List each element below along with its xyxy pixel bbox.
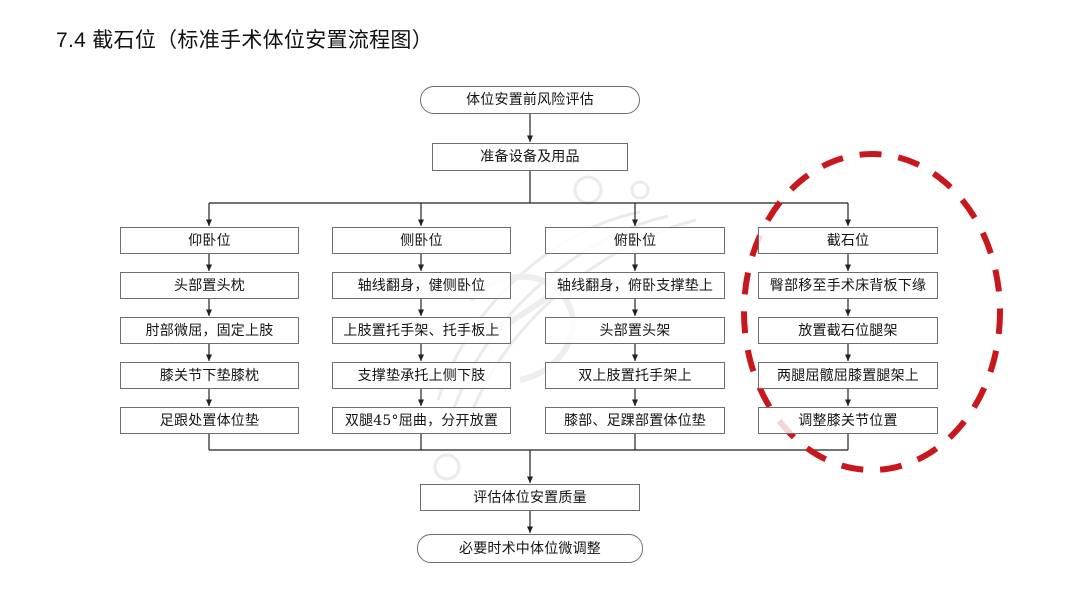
node-label: 臀部移至手术床背板下缘 [769, 277, 927, 294]
step-supine-4[interactable]: 足跟处置体位垫 [120, 407, 299, 434]
node-prepare-equipment[interactable]: 准备设备及用品 [432, 143, 628, 171]
node-label: 膝部、足踝部置体位垫 [564, 412, 706, 429]
step-prone-3[interactable]: 双上肢置托手架上 [545, 362, 725, 389]
node-label: 上肢置托手架、托手板上 [343, 322, 500, 339]
node-label: 截石位 [826, 232, 870, 249]
node-label: 支撑垫承托上侧下肢 [357, 367, 486, 384]
node-label: 放置截石位腿架 [798, 322, 898, 339]
branch-head-prone[interactable]: 俯卧位 [545, 227, 725, 254]
node-label: 仰卧位 [188, 232, 231, 249]
node-label: 膝关节下垫膝枕 [159, 367, 260, 384]
step-lithotomy-4[interactable]: 调整膝关节位置 [758, 407, 938, 434]
step-supine-3[interactable]: 膝关节下垫膝枕 [120, 362, 299, 389]
step-lateral-3[interactable]: 支撑垫承托上侧下肢 [332, 362, 511, 389]
node-label: 肘部微屈，固定上肢 [145, 322, 274, 339]
step-prone-2[interactable]: 头部置头架 [545, 317, 725, 344]
step-lateral-4[interactable]: 双腿45°屈曲，分开放置 [332, 407, 511, 434]
node-label: 必要时术中体位微调整 [459, 540, 601, 557]
node-label: 两腿屈髋屈膝置腿架上 [777, 367, 919, 384]
node-label: 轴线翻身，健侧卧位 [357, 277, 486, 294]
node-label: 足跟处置体位垫 [159, 412, 260, 429]
step-lateral-1[interactable]: 轴线翻身，健侧卧位 [332, 272, 511, 299]
step-supine-2[interactable]: 肘部微屈，固定上肢 [120, 317, 299, 344]
step-lithotomy-3[interactable]: 两腿屈髋屈膝置腿架上 [758, 362, 938, 389]
branch-head-lateral[interactable]: 侧卧位 [332, 227, 511, 254]
node-label: 体位安置前风险评估 [466, 92, 594, 108]
branch-head-supine[interactable]: 仰卧位 [120, 227, 299, 254]
branch-head-lithotomy[interactable]: 截石位 [758, 227, 938, 254]
node-label: 头部置头架 [599, 322, 671, 339]
step-supine-1[interactable]: 头部置头枕 [120, 272, 299, 299]
node-label: 调整膝关节位置 [798, 412, 898, 429]
node-label: 准备设备及用品 [480, 149, 580, 165]
node-label: 轴线翻身，俯卧支撑垫上 [556, 277, 714, 294]
step-lithotomy-1[interactable]: 臀部移至手术床背板下缘 [758, 272, 938, 299]
node-start-risk-assessment[interactable]: 体位安置前风险评估 [420, 86, 640, 114]
node-end-intraop-adjust[interactable]: 必要时术中体位微调整 [417, 534, 643, 563]
step-lateral-2[interactable]: 上肢置托手架、托手板上 [332, 317, 511, 344]
node-label: 双上肢置托手架上 [578, 367, 692, 384]
node-label: 评估体位安置质量 [473, 489, 587, 506]
page-title: 7.4 截石位（标准手术体位安置流程图） [56, 29, 434, 52]
node-label: 头部置头枕 [174, 277, 245, 294]
node-label: 俯卧位 [613, 232, 657, 249]
node-label: 双腿45°屈曲，分开放置 [344, 412, 499, 429]
node-label: 侧卧位 [400, 232, 443, 249]
node-evaluate-quality[interactable]: 评估体位安置质量 [420, 484, 640, 511]
step-prone-1[interactable]: 轴线翻身，俯卧支撑垫上 [545, 272, 725, 299]
step-prone-4[interactable]: 膝部、足踝部置体位垫 [545, 407, 725, 434]
step-lithotomy-2[interactable]: 放置截石位腿架 [758, 317, 938, 344]
